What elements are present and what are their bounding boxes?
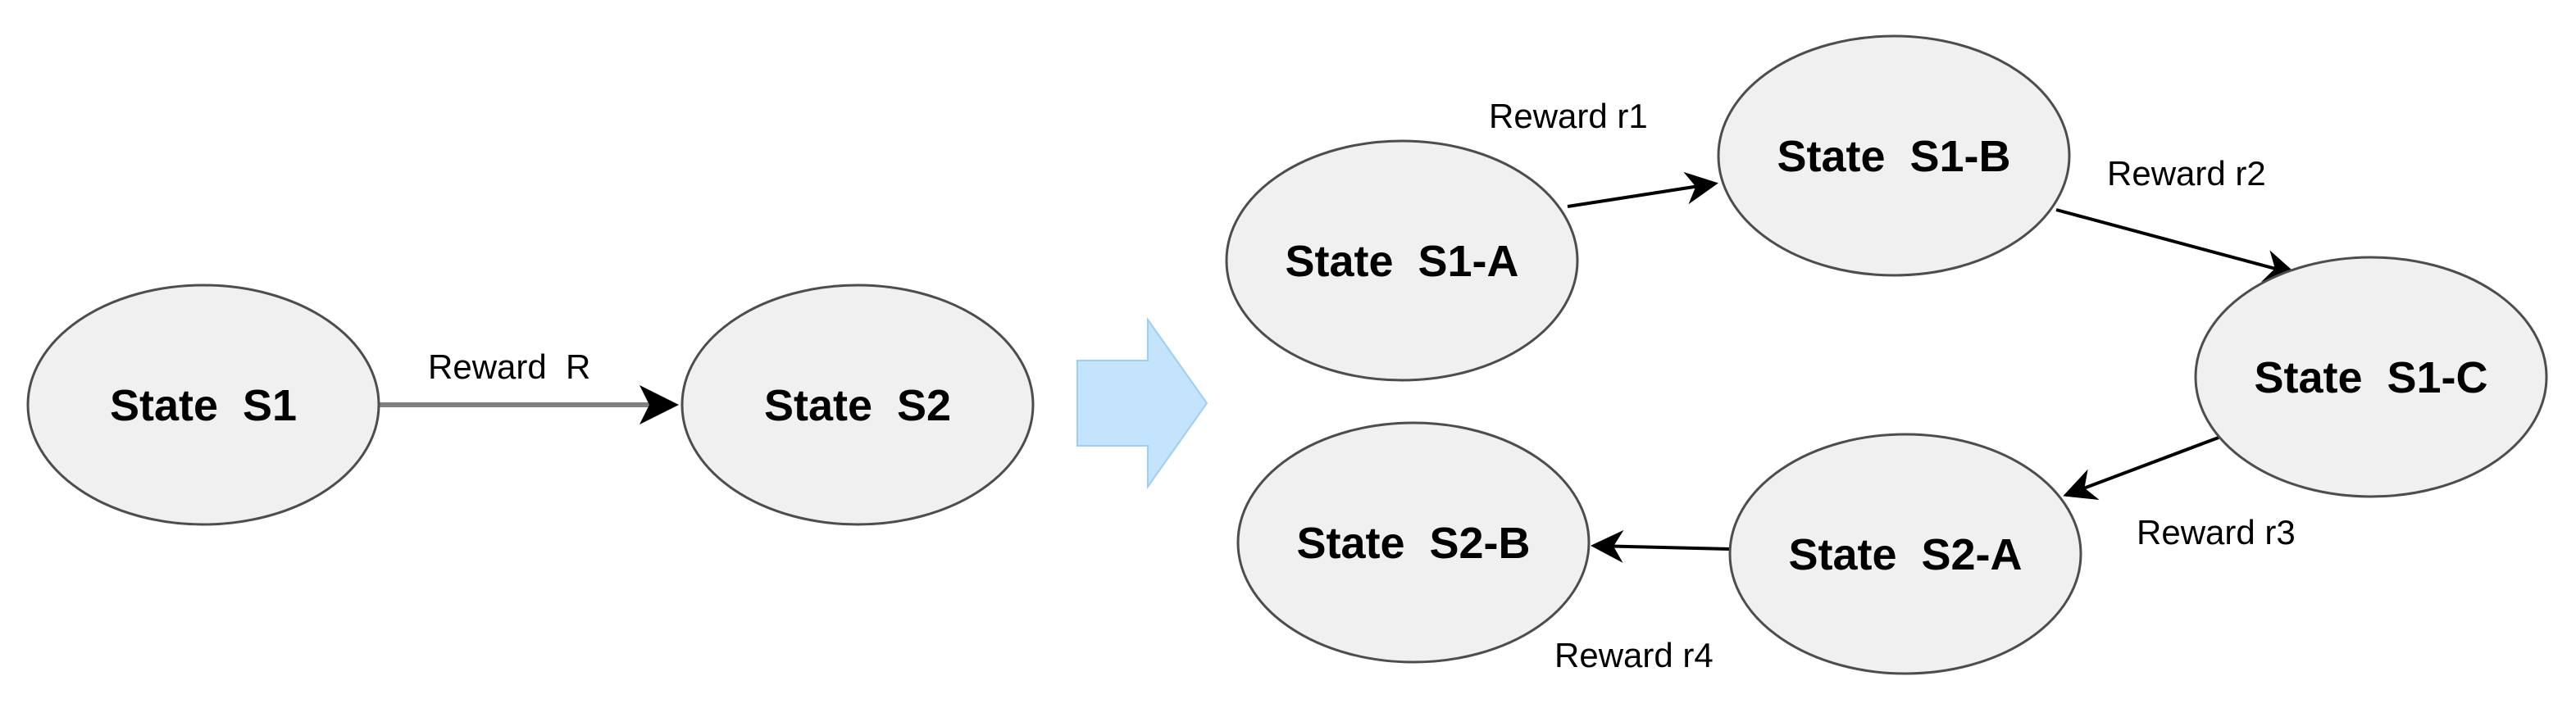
state-node-s2a: State S2-A (1728, 433, 2082, 675)
state-label-s2a: State S2-A (1788, 530, 2022, 579)
edge-label-reward-r4: Reward r4 (1554, 636, 1714, 674)
edge-s2a-to-s2b (1591, 529, 1731, 563)
state-label-s1: State S1 (110, 381, 297, 430)
edge-label-reward-r: Reward R (428, 347, 590, 386)
edge-s1c-to-s2a (2063, 436, 2219, 501)
state-label-s1a: State S1-A (1285, 237, 1518, 286)
state-label-s2b: State S2-B (1296, 519, 1530, 568)
state-label-s2: State S2 (764, 381, 951, 430)
edge-label-reward-r2: Reward r2 (2107, 154, 2266, 193)
state-node-s1b: State S1-B (1717, 34, 2071, 277)
state-label-s1c: State S1-C (2254, 353, 2487, 402)
state-label-s1b: State S1-B (1777, 132, 2010, 181)
state-node-s2b: State S2-B (1236, 421, 1591, 664)
state-node-s1c: State S1-C (2194, 256, 2548, 498)
edge-label-reward-r1: Reward r1 (1489, 97, 1648, 135)
transform-arrow-icon (1076, 316, 1208, 490)
edge-s1b-to-s1c (2055, 208, 2297, 282)
edge-label-reward-r3: Reward r3 (2137, 513, 2296, 551)
state-node-s2: State S2 (680, 284, 1035, 526)
state-node-s1: State S1 (26, 284, 380, 526)
right-diagram: Reward r1 Reward r2 Reward r3 Reward r4 … (1225, 34, 2548, 675)
edge-s1a-to-s1b (1567, 171, 1718, 208)
state-node-s1a: State S1-A (1225, 139, 1579, 382)
left-diagram: Reward R State S1 State S2 (26, 284, 1035, 526)
